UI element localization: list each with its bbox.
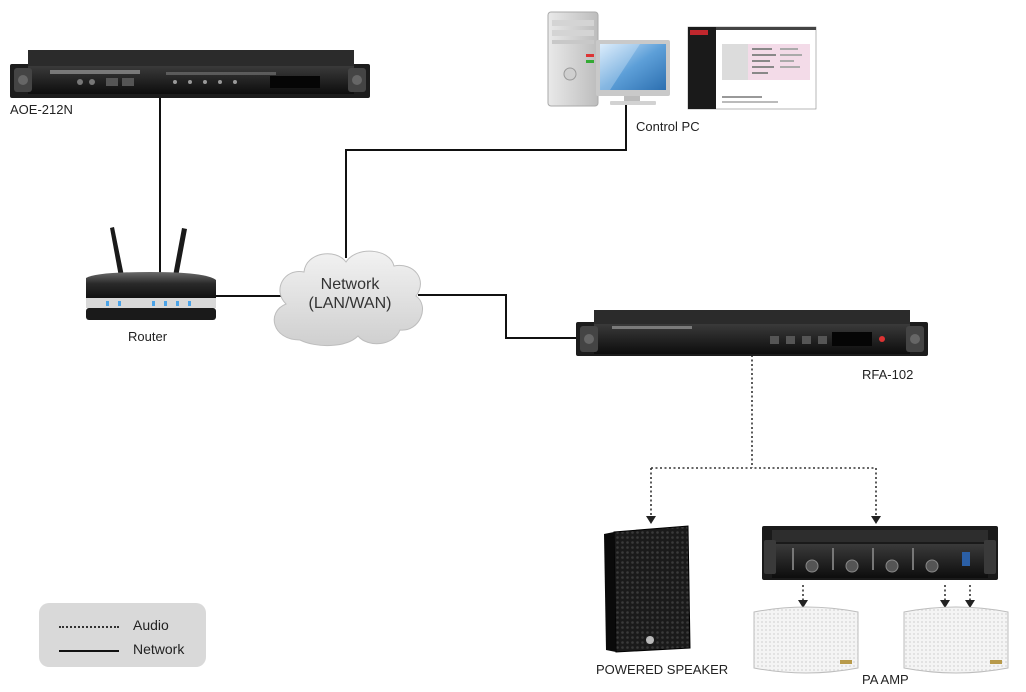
powered-speaker-device xyxy=(604,525,691,653)
legend-audio-row: Audio xyxy=(59,617,209,635)
router-antenna-right xyxy=(173,228,187,277)
router-label: Router xyxy=(128,329,168,344)
rfa-102-device xyxy=(576,310,928,356)
pc-tower xyxy=(547,11,599,107)
legend-network-swatch xyxy=(59,650,119,652)
cloud-to-pc-line xyxy=(345,104,627,258)
router-device xyxy=(86,227,216,320)
network-cloud-label: Network (LAN/WAN) xyxy=(280,275,420,313)
legend: Audio Network xyxy=(39,603,206,667)
aoe-212n-device xyxy=(10,50,370,98)
aoe-212n-label: AOE-212N xyxy=(10,102,73,117)
arrow-to-pa-speaker-2b xyxy=(965,600,975,608)
arrow-to-speaker xyxy=(646,516,656,524)
control-pc-label: Control PC xyxy=(636,119,700,134)
legend-audio-swatch xyxy=(59,626,119,628)
router-antenna-left xyxy=(110,227,124,277)
rfa-102-label: RFA-102 xyxy=(862,367,914,382)
legend-audio-label: Audio xyxy=(133,617,169,633)
arrow-to-pa-speaker-2a xyxy=(940,600,950,608)
audio-connections xyxy=(650,355,971,602)
network-cloud-line2: (LAN/WAN) xyxy=(308,295,392,312)
audio-arrowheads xyxy=(646,516,975,608)
arrow-to-amp xyxy=(871,516,881,524)
network-cloud xyxy=(273,250,424,347)
network-connections xyxy=(159,98,627,339)
legend-network-row: Network xyxy=(59,641,209,659)
pa-amp-label: PA AMP xyxy=(862,672,909,687)
arrow-to-pa-speaker-1 xyxy=(798,600,808,608)
pa-speaker-1 xyxy=(753,606,859,674)
control-pc-device xyxy=(547,11,670,107)
web-ui-thumbnail xyxy=(687,26,817,110)
network-cloud-line1: Network xyxy=(320,276,380,293)
pa-speaker-2 xyxy=(903,606,1009,674)
cloud-to-rfa-line xyxy=(418,294,588,339)
powered-speaker-label: POWERED SPEAKER xyxy=(596,662,729,677)
pa-amp-device xyxy=(762,526,998,580)
legend-network-label: Network xyxy=(133,641,185,657)
